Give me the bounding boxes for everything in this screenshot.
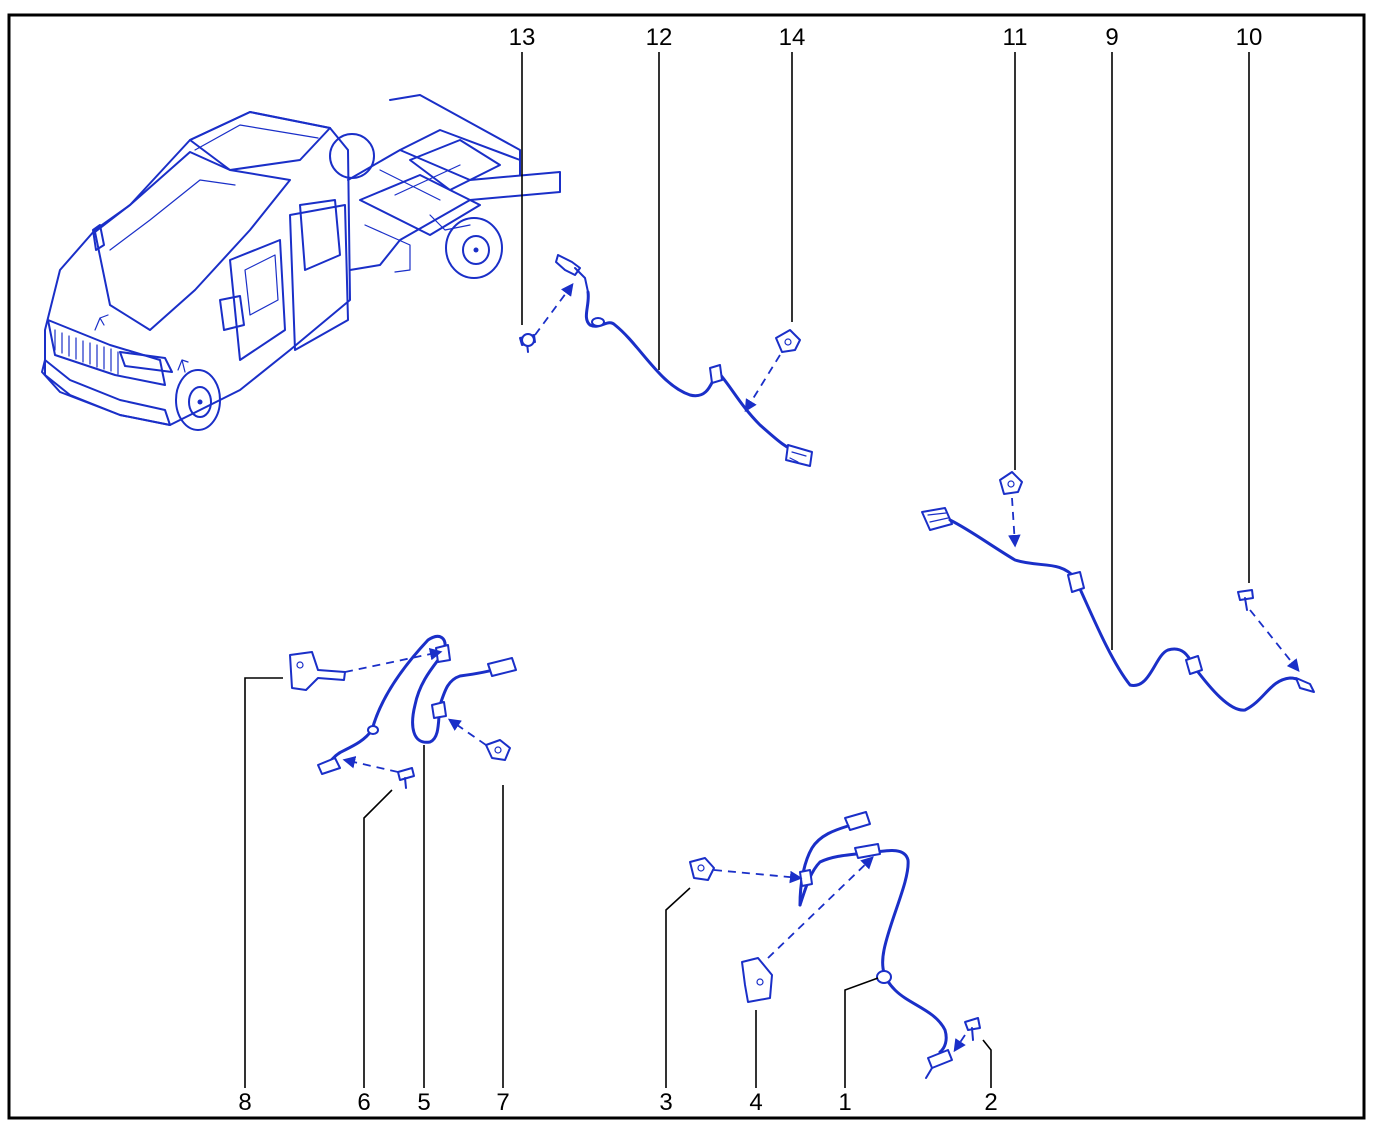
sensor-assembly-12 <box>555 254 813 467</box>
sensor-assembly-9 <box>921 507 1315 712</box>
leader-6 <box>363 789 393 1088</box>
callout-1: 1 <box>838 1089 851 1116</box>
bolt-2 <box>964 1017 981 1041</box>
clip-3 <box>689 857 715 881</box>
callout-labels: 13 12 14 11 9 10 8 6 5 7 3 4 1 2 <box>238 24 1262 1116</box>
leader-2 <box>982 1039 992 1088</box>
bolt-6 <box>397 767 415 789</box>
callout-5: 5 <box>417 1089 430 1116</box>
diagram-frame <box>7 13 1366 1120</box>
sensor-assembly-1 <box>798 811 953 1079</box>
callout-3: 3 <box>659 1089 672 1116</box>
leader-3 <box>665 887 691 1088</box>
callout-7: 7 <box>496 1089 509 1116</box>
callout-9: 9 <box>1105 24 1118 51</box>
callout-6: 6 <box>357 1089 370 1116</box>
bracket-4 <box>741 957 773 1003</box>
callout-12: 12 <box>646 24 673 51</box>
callout-10: 10 <box>1236 24 1263 51</box>
callout-14: 14 <box>779 24 806 51</box>
callout-8: 8 <box>238 1089 251 1116</box>
clip-7 <box>485 739 511 761</box>
bracket-8 <box>289 651 346 691</box>
clip-11 <box>999 471 1023 495</box>
callout-2: 2 <box>984 1089 997 1116</box>
clip-14 <box>775 329 801 353</box>
sensor-assembly-5 <box>317 635 517 775</box>
bolt-10 <box>1237 589 1254 611</box>
callout-13: 13 <box>509 24 536 51</box>
leader-8 <box>244 677 283 1088</box>
bolt-13 <box>519 333 536 353</box>
callout-11: 11 <box>1003 24 1028 51</box>
callout-4: 4 <box>749 1089 762 1116</box>
vehicle-illustration <box>41 94 561 431</box>
leader-1 <box>844 977 879 1088</box>
leader-lines <box>244 52 1250 1088</box>
